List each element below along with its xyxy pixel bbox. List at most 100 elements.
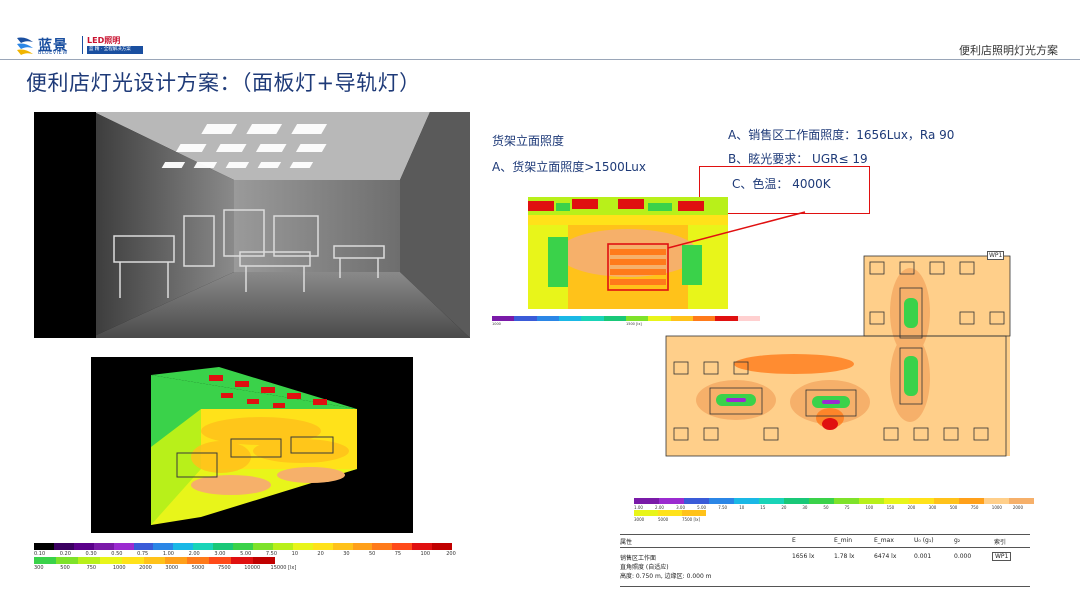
requirement-sales-area: A、销售区工作面照度：1656Lux，Ra 90 [728,128,955,142]
legend-left-label: 5.00 [240,551,252,557]
legend-left-row2-swatch [209,557,232,564]
legend-color-bar-row2 [634,510,706,516]
legend-left-row2-swatch [274,557,297,564]
legend-left-swatch [392,543,413,550]
legend-right-row2-swatch [634,510,658,516]
legend-mid-swatch [670,316,693,321]
legend-right-swatch [934,498,959,504]
store-false-color-rendering [91,357,413,533]
brand-product: LED照明 [87,36,121,45]
legend-left-row2-label: 3000 [165,565,179,571]
legend-left-swatch [193,543,214,550]
legend-right-label: 150 [886,505,895,510]
stats-header-index: 索引 [994,539,1007,546]
legend-left-swatch [252,543,273,550]
legend-mid-swatch [692,316,716,321]
legend-right-label: 5.00 [697,505,707,510]
legend-mid-swatch [536,316,559,321]
header-divider [0,59,1080,60]
legend-left-label: 75 [394,551,402,557]
legend-mid-swatch [492,316,515,321]
legend-left-label: 0.10 [34,551,46,557]
legend-left-swatch [332,543,353,550]
legend-left-swatch [292,543,313,550]
legend-left-swatch [173,543,194,550]
legend-right-label: 200 [907,505,916,510]
legend-right-swatch [759,498,784,504]
brand-slogan: 蓝 精 · 全程解决方案 [87,46,143,54]
legend-left-swatch [213,543,234,550]
stats-header-emax: E_max [874,537,894,544]
stats-header-property: 属性 [620,539,633,546]
logo-divider [82,36,83,54]
legend-left-row2-label: 1000 [112,565,126,571]
legend-left-label: 0.20 [59,551,71,557]
stats-rule-top [620,534,1030,535]
stats-row-emin: 1.78 lx [834,553,855,560]
legend-right-swatch [734,498,759,504]
legend-right-label: 50 [823,505,829,510]
legend-right-label: 15 [760,505,766,510]
legend-right-label: 1.00 [634,505,643,510]
brand-logo: 蓝景 BLUEVIEW LED照明 蓝 精 · 全程解决方案 [14,34,143,56]
legend-left-swatch [113,543,134,550]
stats-header-u0: U₀ (g₁) [914,537,934,544]
shelf-illuminance-title: 货架立面照度 [492,134,565,148]
legend-right-swatch [809,498,834,504]
legend-left-row2-label: 5000 [191,565,205,571]
requirement-color-temperature: C、色温： 4000K [732,177,831,191]
legend-left-swatch [372,543,393,550]
legend-left-row2-swatch [187,557,210,564]
legend-left-row2-swatch [77,557,100,564]
legend-left-row2-swatch [55,557,78,564]
legend-left-label: 0.50 [111,551,123,557]
stats-row-name: 销售区工作面 [620,555,657,562]
legend-mid-swatch [625,316,649,321]
legend-right-row2-label: 5000 [658,517,669,522]
legend-left-swatch [312,543,333,550]
legend-right-label: 75 [844,505,850,510]
legend-right-swatch [684,498,709,504]
legend-mid-swatch [737,316,760,321]
legend-mid-swatch [514,316,537,321]
legend-mid-label: 1000 [492,322,501,326]
stats-header-e: E [792,537,796,544]
legend-right-swatch [859,498,884,504]
legend-left-swatch [73,543,94,550]
legend-left-row2-label: 10000 [244,565,261,571]
shelf-illuminance-requirement: A、货架立面照度>1500Lux [492,160,646,174]
legend-left-swatch [34,543,54,550]
brand-name-en: BLUEVIEW [38,50,68,56]
legend-left-row2-label: 7500 [217,565,231,571]
floor-plan-image [665,255,1011,457]
legend-left-swatch [352,543,373,550]
legend-right-label: 750 [970,505,979,510]
legend-right-label: 30 [802,505,808,510]
store-3d-rendering [34,112,470,338]
legend-left-swatch [432,543,453,550]
legend-right-swatch [834,498,859,504]
legend-right-swatch [709,498,734,504]
legend-left-row2-swatch [231,557,254,564]
stats-row-index: WP1 [992,552,1012,561]
logo-mark-icon [17,37,33,55]
legend-left-row2-label: 300 [34,565,44,571]
legend-right-row2-label: 3000 [634,517,645,522]
stats-rule-bottom [620,586,1030,587]
stats-header-g2: g₂ [954,537,961,544]
legend-left-label: 100 [420,551,431,557]
legend-mid-label: 1500 [lx] [626,322,642,326]
legend-right-label: 1000 [991,505,1002,510]
legend-color-bar-row2 [34,557,297,564]
legend-mid-swatch [581,316,604,321]
requirement-glare: B、眩光要求： UGR≤ 19 [728,152,868,166]
legend-mid-swatch [558,316,582,321]
legend-labels: 1000 1500 [lx] [492,322,760,326]
legend-right-label: 2000 [1012,505,1024,510]
legend-right-label: 7.50 [718,505,728,510]
legend-left-row2-swatch [121,557,144,564]
stats-row-emax: 6474 lx [874,553,897,560]
store-3d-rendering-image [44,112,470,338]
